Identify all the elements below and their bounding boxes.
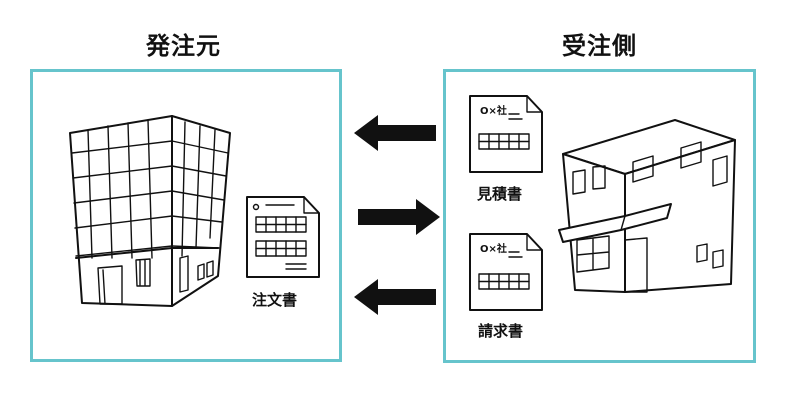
- arrow-left-icon: [354, 279, 436, 315]
- quotation-label: 見積書: [477, 185, 523, 203]
- order-document-label: 注文書: [252, 291, 298, 309]
- invoice-label: 請求書: [478, 322, 524, 340]
- invoice-header-text: O×社: [480, 244, 507, 255]
- orderer-title: 発注元: [146, 32, 221, 60]
- arrow-right-icon: [358, 199, 440, 235]
- quotation-header-text: O×社: [480, 106, 507, 117]
- document-icon: [469, 95, 543, 173]
- contractor-title: 受注側: [562, 32, 637, 60]
- office-building-icon: [69, 115, 231, 307]
- document-icon: [469, 233, 543, 311]
- arrow-left-icon: [354, 115, 436, 151]
- document-icon: [246, 196, 320, 278]
- house-icon: [558, 119, 736, 293]
